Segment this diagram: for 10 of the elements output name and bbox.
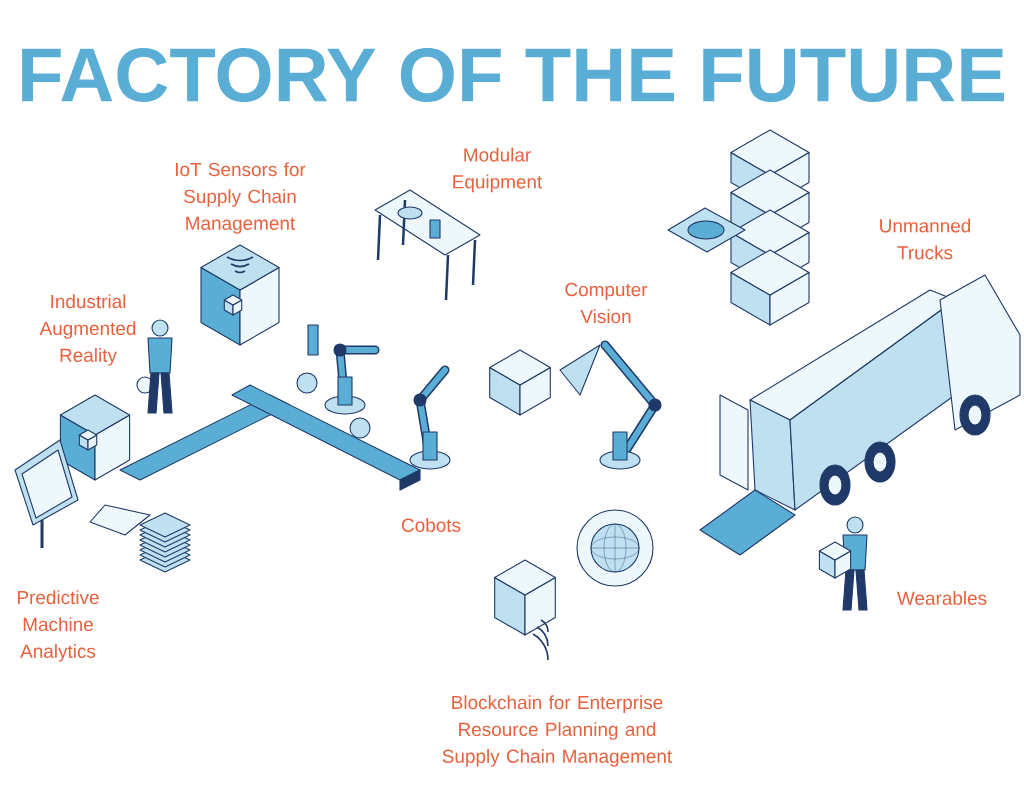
label: Industrial Augmented Reality	[39, 294, 136, 366]
label: Blockchain for Enterprise Resource Planning and Supply Chain Management	[442, 695, 673, 767]
label: Predictive Machine Analytics	[18, 590, 99, 662]
title: FACTORY OF THE FUTURE	[22, 48, 1005, 102]
label: Unmanned Trucks	[880, 218, 971, 260]
label: Wearables	[897, 591, 987, 605]
label: IoT Sensors for Supply Chain Management	[176, 162, 306, 234]
label: Computer Vision	[565, 282, 648, 324]
label: Cobots	[401, 518, 461, 532]
label: Modular Equipment	[453, 147, 543, 193]
